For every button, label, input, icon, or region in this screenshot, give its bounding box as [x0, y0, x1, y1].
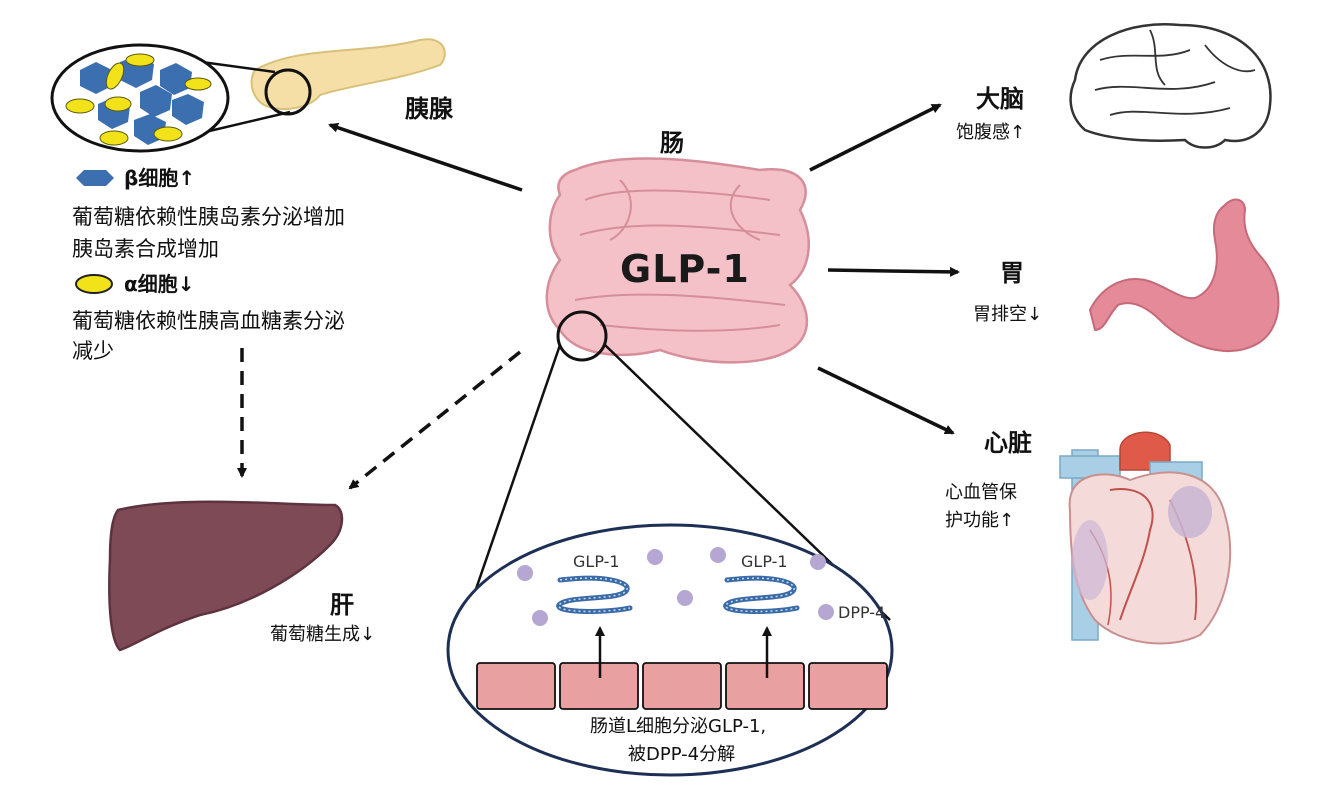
- liver-illustration: [108, 500, 344, 652]
- heart-illustration: [1059, 431, 1232, 645]
- brain-effect: 饱腹感↑: [956, 122, 1026, 143]
- alpha-cell-label: α细胞↓: [124, 272, 195, 296]
- pancreas-illustration: [250, 38, 446, 111]
- dpp4-dots: [517, 547, 834, 626]
- alpha-effect-line-2: 减少: [72, 339, 114, 363]
- arrow-to-liver-dashed: [348, 350, 522, 490]
- arrow-to-pancreas: [328, 122, 523, 192]
- beta-cell-legend-icon: [76, 170, 114, 186]
- heart-label: 心脏: [984, 429, 1032, 457]
- intestine-illustration: [545, 157, 810, 364]
- alpha-effect-line-1: 葡萄糖依赖性胰高血糖素分泌: [72, 309, 345, 333]
- brain-illustration: [1069, 23, 1272, 149]
- brain-label: 大脑: [976, 85, 1024, 113]
- inset-glp1-right: GLP-1: [741, 552, 788, 571]
- intestine-label: 肠: [660, 129, 684, 157]
- pancreas-label: 胰腺: [405, 95, 453, 123]
- inset-glp1-left: GLP-1: [573, 552, 620, 571]
- islet-cells: [65, 53, 212, 146]
- arrow-to-brain: [809, 103, 942, 172]
- liver-effect: 葡萄糖生成↓: [270, 624, 376, 645]
- pancreas-zoom-circle: [264, 68, 312, 116]
- inset-caption-line-1: 肠道L细胞分泌GLP-1,: [590, 716, 767, 737]
- beta-effect-line-2: 胰岛素合成增加: [72, 237, 219, 261]
- stomach-label: 胃: [1000, 259, 1024, 287]
- beta-cell-label: β细胞↑: [124, 166, 196, 190]
- stomach-illustration: [1088, 198, 1280, 352]
- l-cell-row: [476, 662, 888, 710]
- inset-caption-line-2: 被DPP-4分解: [628, 744, 736, 765]
- alpha-cell-legend-icon: [75, 274, 113, 294]
- inset-dpp4-label: DPP-4: [838, 603, 886, 622]
- intestine-zoom-circle: [556, 310, 608, 362]
- glp1-peptide-right: [723, 575, 800, 614]
- heart-effect-line-1: 心血管保: [945, 482, 1017, 503]
- heart-effect-line-2: 护功能↑: [945, 510, 1015, 531]
- liver-label: 肝: [330, 591, 354, 619]
- stomach-effect: 胃排空↓: [973, 304, 1043, 325]
- gut-inset-ellipse: [446, 523, 894, 777]
- beta-effect-line-1: 葡萄糖依赖性胰岛素分泌增加: [72, 205, 345, 229]
- arrow-to-stomach: [827, 266, 960, 277]
- glp1-peptide-left: [556, 575, 633, 614]
- arrow-to-heart: [817, 366, 955, 435]
- hormone-label-glp1: GLP-1: [620, 247, 750, 291]
